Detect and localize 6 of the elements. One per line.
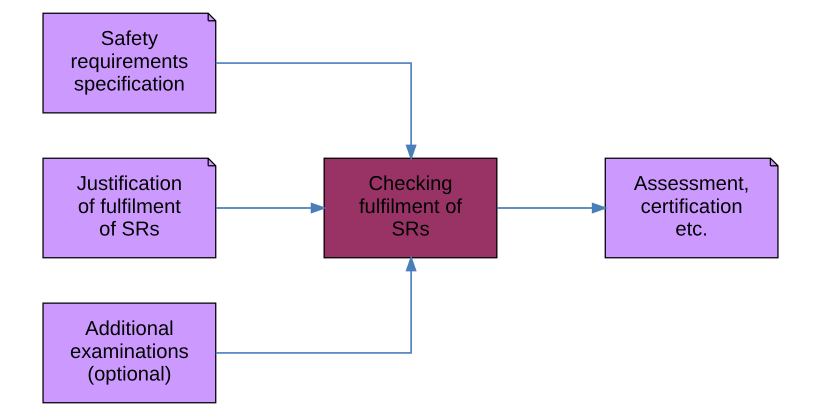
arrow (216, 62, 417, 161)
arrow (216, 255, 417, 354)
arrow (216, 202, 327, 214)
arrow (497, 202, 608, 214)
node-box: Additional examinations (optional) (42, 302, 216, 404)
node-box: Checking fulfilment of SRs (324, 158, 498, 258)
